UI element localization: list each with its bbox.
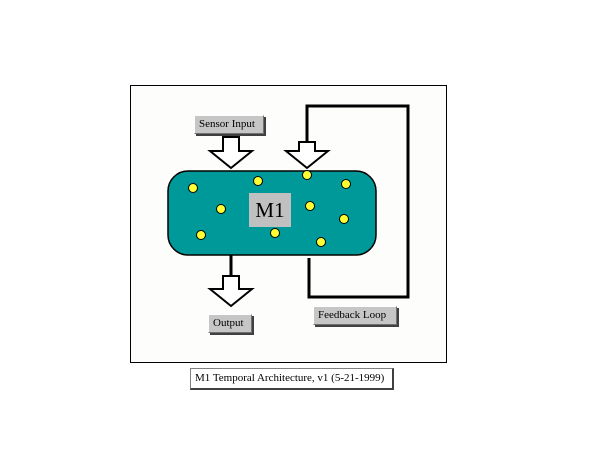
output-arrow — [207, 275, 255, 308]
neuron-node — [316, 237, 326, 247]
diagram-caption: M1 Temporal Architecture, v1 (5-21-1999) — [190, 368, 394, 390]
output-label: Output — [208, 314, 252, 333]
feedback-loop-line — [305, 104, 410, 299]
feedback-loop-label: Feedback Loop — [313, 306, 397, 325]
neuron-node — [339, 214, 349, 224]
neuron-node — [341, 179, 351, 189]
neuron-node — [253, 176, 263, 186]
neuron-node — [188, 183, 198, 193]
neuron-node — [302, 170, 312, 180]
feedback-input-arrow — [283, 141, 331, 170]
sensor-input-arrow — [207, 136, 255, 170]
sensor-input-label: Sensor Input — [194, 115, 264, 134]
m1-module-label: M1 — [249, 193, 291, 227]
neuron-nodes — [188, 170, 351, 247]
neuron-node — [216, 204, 226, 214]
neuron-node — [196, 230, 206, 240]
neuron-node — [305, 201, 315, 211]
neuron-node — [270, 228, 280, 238]
